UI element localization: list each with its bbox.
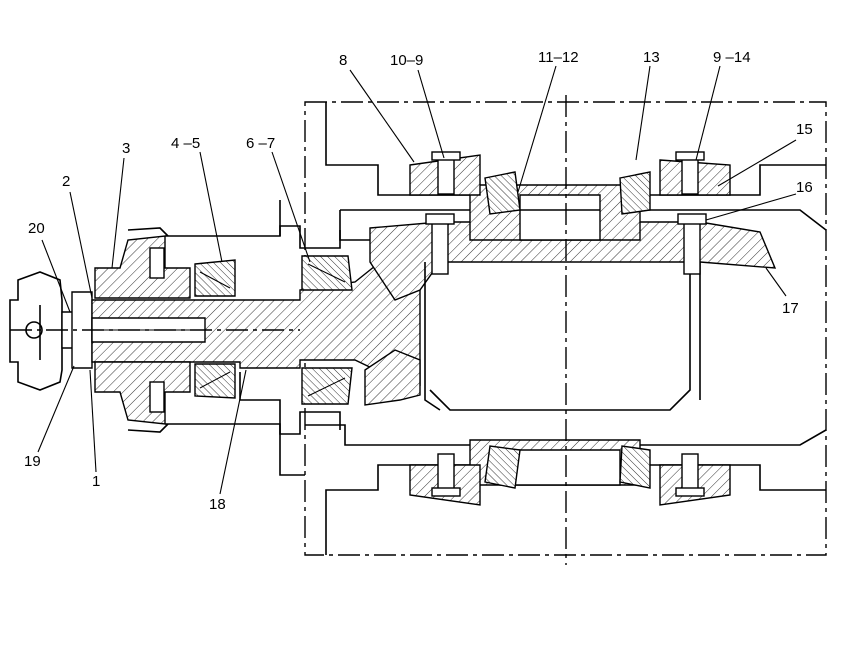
callout-20: 20 bbox=[28, 220, 45, 237]
callout-13: 13 bbox=[643, 49, 660, 66]
callout-2: 2 bbox=[62, 173, 70, 190]
callout-17: 17 bbox=[782, 300, 799, 317]
callout-11-12: 11–12 bbox=[538, 49, 579, 66]
ring-gear bbox=[364, 221, 777, 406]
input-yoke bbox=[9, 271, 93, 391]
leader-lines bbox=[37, 65, 797, 495]
centerlines bbox=[10, 95, 567, 565]
bolts bbox=[149, 151, 707, 497]
pinion-bearings bbox=[194, 255, 353, 405]
callout-19: 19 bbox=[24, 453, 41, 470]
callout-8: 8 bbox=[339, 52, 347, 69]
callout-1: 1 bbox=[92, 473, 100, 490]
callout-18: 18 bbox=[209, 496, 226, 513]
callout-4-5: 4 –5 bbox=[171, 135, 200, 152]
callout-6-7: 6 –7 bbox=[246, 135, 275, 152]
housing-outline bbox=[304, 101, 827, 556]
callout-16: 16 bbox=[796, 179, 813, 196]
pinion-cage bbox=[94, 200, 341, 476]
callout-10-9: 10–9 bbox=[390, 52, 423, 69]
callout-15: 15 bbox=[796, 121, 813, 138]
callout-9-14: 9 –14 bbox=[713, 49, 751, 66]
callout-3: 3 bbox=[122, 140, 130, 157]
callouts: 1 2 3 4 –5 6 –7 8 10–9 11–12 13 9 –14 15… bbox=[24, 49, 813, 513]
